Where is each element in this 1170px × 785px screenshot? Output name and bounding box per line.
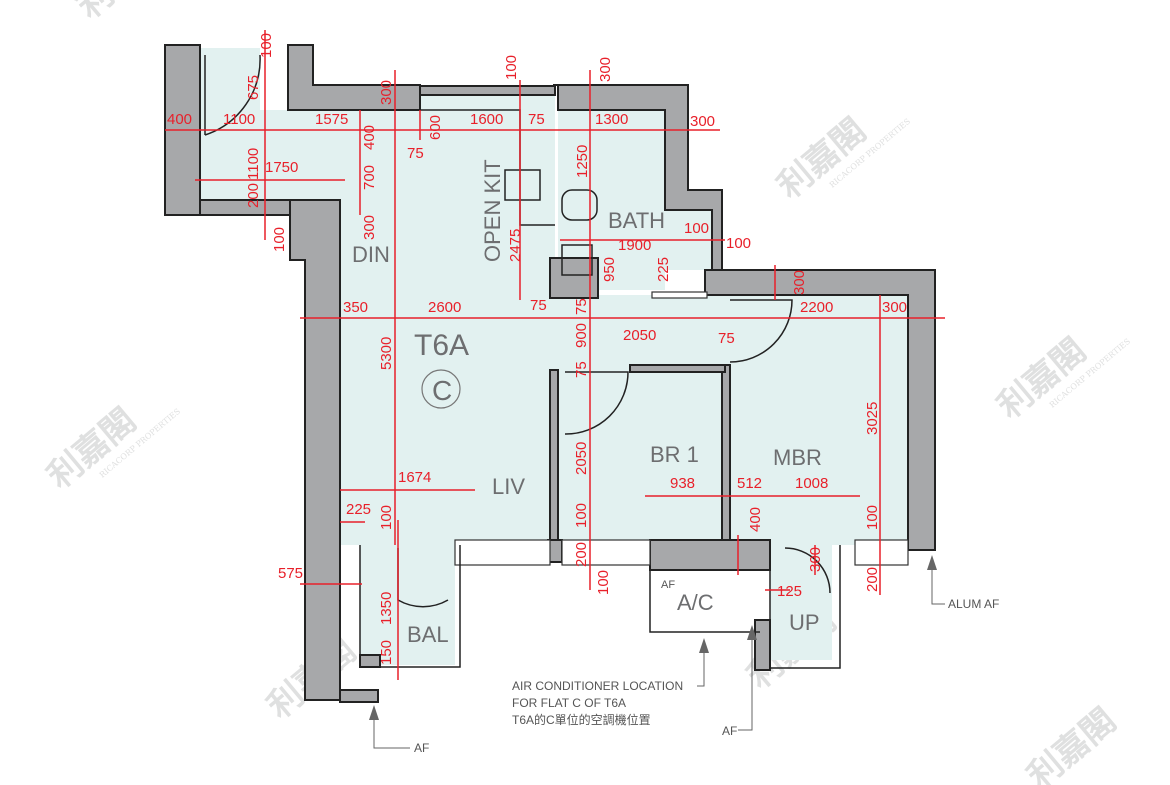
dim-label: 1674 bbox=[398, 469, 431, 486]
dim-label: 300 bbox=[690, 113, 715, 130]
ac-note-line: T6A的C單位的空調機位置 bbox=[512, 712, 651, 727]
room-mbr: MBR bbox=[773, 445, 822, 470]
dim-label: 100 bbox=[864, 505, 881, 530]
dim-label: 300 bbox=[791, 270, 808, 295]
room-liv: LIV bbox=[492, 474, 525, 499]
dim-label: 1008 bbox=[795, 475, 828, 492]
dim-label: 100 bbox=[595, 570, 612, 595]
dim-label: 1750 bbox=[265, 159, 298, 176]
dim-label: 75 bbox=[407, 145, 424, 162]
dim-label: 100 bbox=[258, 33, 275, 58]
dim-label: 75 bbox=[528, 111, 545, 128]
dim-label: 75 bbox=[573, 361, 590, 378]
dim-label: 1100 bbox=[245, 148, 262, 180]
af-label: AF bbox=[661, 579, 675, 591]
dim-label: 575 bbox=[278, 565, 303, 582]
windows bbox=[204, 54, 909, 669]
dim-label: 5300 bbox=[378, 337, 395, 370]
af-label: AF bbox=[414, 741, 429, 755]
dim-label: 2475 bbox=[507, 229, 524, 262]
dim-label: 75 bbox=[573, 298, 590, 315]
dim-label: 1350 bbox=[378, 592, 395, 625]
unit-code: T6A bbox=[414, 329, 469, 362]
dim-label: 200 bbox=[573, 542, 590, 567]
dim-label: 1100 bbox=[223, 111, 255, 128]
dim-label: 1300 bbox=[595, 111, 628, 128]
dim-label: 100 bbox=[378, 505, 395, 530]
room-bal: BAL bbox=[407, 622, 449, 647]
dim-label: 400 bbox=[167, 111, 192, 128]
dim-label: 225 bbox=[346, 501, 371, 518]
room-bath: BATH bbox=[608, 208, 665, 233]
dimension-lines bbox=[165, 30, 945, 680]
dim-label: 2050 bbox=[573, 442, 590, 475]
dim-label: 75 bbox=[718, 330, 735, 347]
dim-label: 1250 bbox=[574, 145, 591, 178]
room-din: DIN bbox=[352, 242, 390, 267]
room-kitchen: OPEN KIT bbox=[480, 159, 505, 262]
flat-circle bbox=[421, 369, 461, 409]
dim-label: 512 bbox=[737, 475, 762, 492]
dim-label: 300 bbox=[807, 547, 824, 572]
dim-label: 300 bbox=[882, 299, 907, 316]
dim-label: 75 bbox=[530, 297, 547, 314]
dimension-labels: 400 1100 1575 1600 75 1300 300 1750 75 1… bbox=[167, 33, 907, 665]
dim-label: 675 bbox=[245, 75, 262, 100]
flat-letter: C bbox=[432, 375, 452, 406]
dim-label: 950 bbox=[601, 257, 618, 282]
dim-label: 225 bbox=[655, 257, 672, 282]
walls bbox=[164, 44, 936, 703]
room-up: UP bbox=[789, 610, 820, 635]
dim-label: 600 bbox=[427, 115, 444, 140]
dim-label: 125 bbox=[777, 583, 802, 600]
dim-label: 1600 bbox=[470, 111, 503, 128]
dim-label: 150 bbox=[378, 640, 395, 665]
dim-label: 2200 bbox=[800, 299, 833, 316]
dim-label: 200 bbox=[864, 567, 881, 592]
dim-label: 900 bbox=[573, 323, 590, 348]
watermark-logo: 利嘉閣 bbox=[1020, 701, 1124, 785]
dim-label: 2050 bbox=[623, 327, 656, 344]
dim-label: 300 bbox=[378, 80, 395, 105]
room-br1: BR 1 bbox=[650, 442, 699, 467]
dim-label: 400 bbox=[361, 125, 378, 150]
dim-label: 350 bbox=[343, 299, 368, 316]
dim-label: 1900 bbox=[618, 237, 651, 254]
dim-label: 100 bbox=[684, 220, 709, 237]
room-labels: T6A C DIN OPEN KIT BATH LIV BR 1 MBR BAL… bbox=[352, 159, 822, 647]
room-fills bbox=[200, 48, 908, 665]
dim-label: 100 bbox=[573, 503, 590, 528]
ac-note-line: AIR CONDITIONER LOCATION bbox=[512, 679, 683, 693]
dim-label: 300 bbox=[361, 215, 378, 240]
dim-label: 300 bbox=[597, 57, 614, 82]
dim-label: 100 bbox=[726, 235, 751, 252]
dim-label: 2600 bbox=[428, 299, 461, 316]
room-ac: A/C bbox=[677, 590, 714, 615]
dim-label: 100 bbox=[271, 227, 288, 252]
dim-label: 100 bbox=[503, 55, 520, 80]
af-label: AF bbox=[722, 724, 737, 738]
annotations: AF AF AF ALUM AF AIR CONDITIONER LOCATIO… bbox=[369, 555, 999, 755]
watermark-logo: 利嘉閣 bbox=[70, 0, 174, 27]
dim-label: 200 bbox=[245, 183, 262, 208]
dim-label: 938 bbox=[670, 475, 695, 492]
dim-label: 3025 bbox=[864, 402, 881, 435]
dim-label: 700 bbox=[361, 165, 378, 190]
ac-note-line: FOR FLAT C OF T6A bbox=[512, 696, 626, 710]
alum-af-label: ALUM AF bbox=[948, 597, 999, 611]
dim-label: 1575 bbox=[315, 111, 348, 128]
dim-label: 400 bbox=[747, 507, 764, 532]
